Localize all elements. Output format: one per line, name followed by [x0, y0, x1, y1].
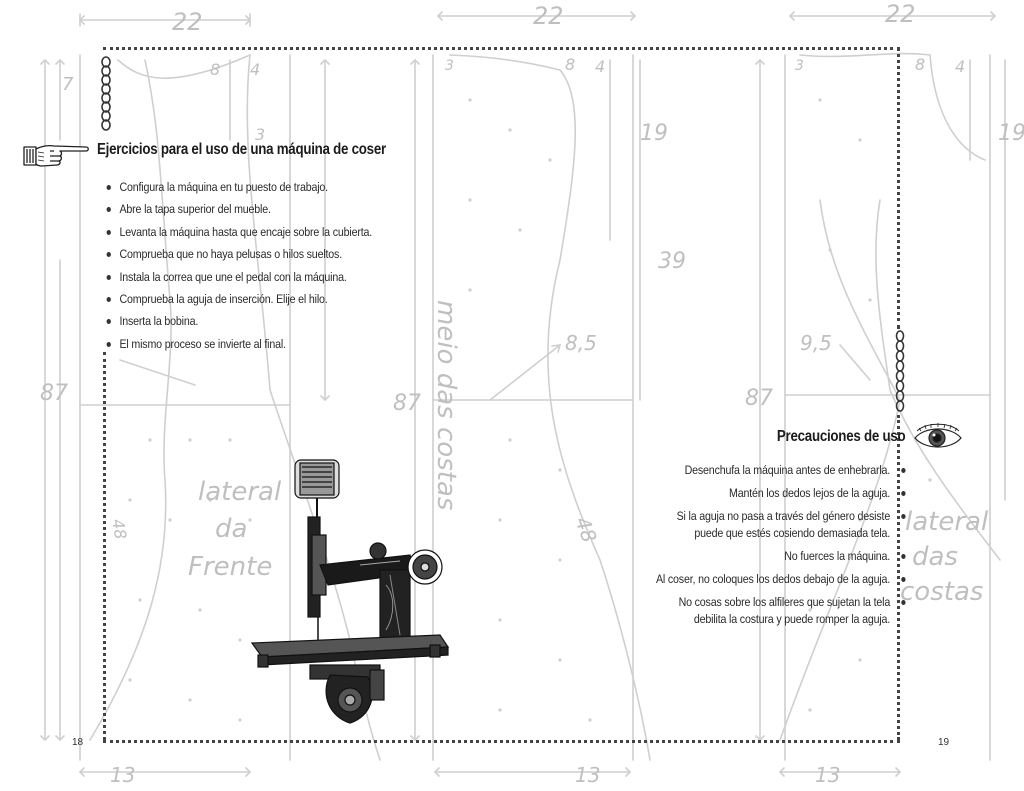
list-item: No fuerces la máquina. — [599, 548, 909, 565]
pattern-label-87-left: 87 — [40, 381, 68, 406]
page-number-right: 19 — [938, 737, 950, 748]
list-item: Instala la correa que une el pedal con l… — [104, 269, 431, 291]
pattern-label-39: 39 — [658, 249, 686, 274]
pattern-label-3-middle: 3 — [445, 58, 454, 74]
pattern-label-lateral-costas-2: das — [912, 542, 958, 572]
pattern-label-7: 7 — [62, 74, 74, 95]
pattern-label-13-middle: 13 — [575, 763, 600, 787]
pattern-label-48-middle: 48 — [570, 514, 601, 546]
list-item: Levanta la máquina hasta que encaje sobr… — [104, 224, 431, 246]
pattern-label-3-right: 3 — [795, 58, 804, 74]
eye-icon — [914, 423, 962, 448]
sewing-machine-illustration — [250, 459, 450, 724]
list-item: Comprueba que no haya pelusas o hilos su… — [104, 246, 431, 268]
pattern-label-8-middle: 8 — [565, 55, 575, 74]
chain-ornament-icon — [895, 330, 905, 412]
pattern-label-9-5: 9,5 — [800, 331, 832, 355]
pattern-label-3-left: 3 — [255, 125, 265, 144]
precautions-list: Desenchufa la máquina antes de enhebrarl… — [599, 462, 909, 634]
pattern-label-22-right: 22 — [885, 0, 916, 28]
pattern-label-lateral-costas-3: costas — [900, 577, 983, 607]
pattern-label-87-right: 87 — [745, 386, 773, 411]
dotted-frame-left — [103, 352, 106, 740]
pattern-label-8-left: 8 — [210, 60, 220, 79]
pattern-label-8-right: 8 — [915, 55, 925, 74]
pattern-label-4-middle: 4 — [595, 57, 605, 76]
pattern-label-13-left: 13 — [110, 763, 135, 787]
list-item: Abre la tapa superior del mueble. — [104, 201, 431, 223]
pattern-label-meio-costas: meio das costas — [431, 300, 461, 510]
list-item: Desenchufa la máquina antes de enhebrarl… — [599, 462, 909, 479]
list-item: Mantén los dedos lejos de la aguja. — [599, 485, 909, 502]
list-item: Inserta la bobina. — [104, 313, 431, 335]
pattern-label-lateral-frente-2: da — [215, 514, 247, 544]
pattern-label-lateral-frente-1: lateral — [198, 477, 282, 507]
page-title-ejercicios: Ejercicios para el uso de una máquina de… — [97, 141, 386, 158]
dotted-frame-top — [103, 47, 900, 50]
pattern-label-8-5: 8,5 — [565, 331, 597, 355]
pattern-label-48-left: 48 — [108, 517, 130, 540]
pattern-label-19-right: 19 — [998, 121, 1024, 146]
pattern-label-lateral-costas-1: lateral — [905, 507, 989, 537]
pattern-label-19: 19 — [640, 121, 668, 146]
pattern-label-22-middle: 22 — [533, 2, 564, 30]
pointing-hand-icon — [23, 144, 89, 167]
page-title-precauciones: Precauciones de uso — [776, 428, 906, 445]
dotted-frame-right — [897, 47, 900, 329]
pattern-label-22-left: 22 — [172, 8, 203, 36]
list-item: Comprueba la aguja de inserción. Elije e… — [104, 291, 431, 313]
list-item: Al coser, no coloques los dedos debajo d… — [599, 571, 909, 588]
pattern-label-87-middle: 87 — [393, 391, 421, 416]
list-item: El mismo proceso se invierte al final. — [104, 336, 431, 358]
list-item: Configura la máquina en tu puesto de tra… — [104, 179, 431, 201]
list-item: No cosas sobre los alfileres que sujetan… — [658, 594, 909, 628]
pattern-label-lateral-frente-3: Frente — [188, 552, 272, 582]
dotted-frame-bottom — [103, 740, 900, 743]
list-item: Si la aguja no pasa a través del género … — [675, 508, 909, 542]
pattern-label-4-right: 4 — [955, 57, 965, 76]
chain-ornament-icon — [101, 56, 111, 131]
pattern-label-4-left: 4 — [250, 60, 260, 79]
dotted-frame-right-lower — [897, 415, 900, 740]
page-number-left: 18 — [72, 737, 84, 748]
exercise-list: Configura la máquina en tu puesto de tra… — [104, 179, 431, 358]
pattern-label-13-right: 13 — [815, 763, 840, 787]
